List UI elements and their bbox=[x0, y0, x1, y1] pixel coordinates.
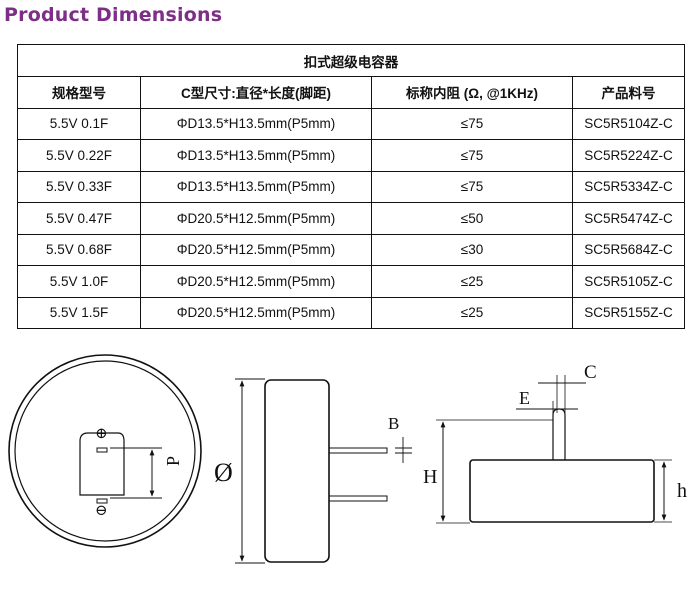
h-label: H bbox=[423, 466, 437, 488]
dimension-drawing: ⊕ ⊖ P Ø B C E H h bbox=[8, 354, 687, 564]
cell-esr: ≤75 bbox=[371, 170, 573, 203]
top-view bbox=[8, 354, 202, 548]
cell-size: ΦD20.5*H12.5mm(P5mm) bbox=[140, 233, 372, 266]
cell-size: ΦD20.5*H12.5mm(P5mm) bbox=[140, 265, 372, 298]
cell-model: 5.5V 1.5F bbox=[17, 296, 141, 329]
cell-esr: ≤75 bbox=[371, 107, 573, 140]
cell-esr: ≤75 bbox=[371, 139, 573, 172]
cell-size: ΦD13.5*H13.5mm(P5mm) bbox=[140, 139, 372, 172]
column-header-size: C型尺寸:直径*长度(脚距) bbox=[140, 76, 372, 109]
cell-esr: ≤30 bbox=[371, 233, 573, 266]
cell-part-number: SC5R5155Z-C bbox=[572, 296, 685, 329]
minus-terminal-icon: ⊖ bbox=[95, 503, 108, 519]
table-title: 扣式超级电容器 bbox=[17, 44, 685, 77]
lead-front bbox=[552, 408, 566, 460]
h-small-label: h bbox=[677, 480, 687, 502]
front-view bbox=[436, 375, 672, 524]
table-row: 5.5V 0.1F ΦD13.5*H13.5mm(P5mm) ≤75 SC5R5… bbox=[17, 107, 685, 140]
cell-esr: ≤50 bbox=[371, 202, 573, 235]
inner-rim bbox=[14, 360, 196, 542]
lead-top bbox=[328, 447, 388, 454]
terminal-outline bbox=[79, 432, 125, 496]
cell-size: ΦD20.5*H12.5mm(P5mm) bbox=[140, 296, 372, 329]
side-view bbox=[235, 378, 412, 564]
column-header-esr: 标称内阻 (Ω, @1KHz) bbox=[371, 76, 573, 109]
spec-table: 扣式超级电容器 规格型号 C型尺寸:直径*长度(脚距) 标称内阻 (Ω, @1K… bbox=[17, 44, 685, 329]
cell-esr: ≤25 bbox=[371, 296, 573, 329]
table-row: 5.5V 0.22F ΦD13.5*H13.5mm(P5mm) ≤75 SC5R… bbox=[17, 139, 685, 172]
cell-esr: ≤25 bbox=[371, 265, 573, 298]
capacitor-body-front bbox=[469, 459, 655, 523]
table-row: 5.5V 0.68F ΦD20.5*H12.5mm(P5mm) ≤30 SC5R… bbox=[17, 233, 685, 266]
cell-size: ΦD20.5*H12.5mm(P5mm) bbox=[140, 202, 372, 235]
cell-part-number: SC5R5334Z-C bbox=[572, 170, 685, 203]
e-label: E bbox=[519, 388, 530, 408]
cell-model: 5.5V 0.1F bbox=[17, 107, 141, 140]
cell-part-number: SC5R5224Z-C bbox=[572, 139, 685, 172]
p-label: P bbox=[163, 456, 183, 466]
table-row: 5.5V 1.5F ΦD20.5*H12.5mm(P5mm) ≤25 SC5R5… bbox=[17, 296, 685, 329]
plus-terminal-icon: ⊕ bbox=[95, 426, 108, 442]
cell-part-number: SC5R5105Z-C bbox=[572, 265, 685, 298]
table-row: 5.5V 1.0F ΦD20.5*H12.5mm(P5mm) ≤25 SC5R5… bbox=[17, 265, 685, 298]
outer-rim bbox=[8, 354, 202, 548]
cell-part-number: SC5R5474Z-C bbox=[572, 202, 685, 235]
cell-model: 5.5V 0.68F bbox=[17, 233, 141, 266]
table-row: 5.5V 0.33F ΦD13.5*H13.5mm(P5mm) ≤75 SC5R… bbox=[17, 170, 685, 203]
diameter-label: Ø bbox=[214, 458, 233, 487]
cell-model: 5.5V 0.47F bbox=[17, 202, 141, 235]
cell-model: 5.5V 1.0F bbox=[17, 265, 141, 298]
cell-size: ΦD13.5*H13.5mm(P5mm) bbox=[140, 170, 372, 203]
cell-model: 5.5V 0.33F bbox=[17, 170, 141, 203]
cell-model: 5.5V 0.22F bbox=[17, 139, 141, 172]
cell-part-number: SC5R5684Z-C bbox=[572, 233, 685, 266]
b-label: B bbox=[388, 414, 399, 433]
lead-bottom bbox=[328, 495, 388, 502]
page-title: Product Dimensions bbox=[4, 4, 223, 26]
pin-slot-bottom bbox=[96, 498, 108, 504]
cell-size: ΦD13.5*H13.5mm(P5mm) bbox=[140, 107, 372, 140]
column-header-model: 规格型号 bbox=[17, 76, 141, 109]
column-header-part-number: 产品料号 bbox=[572, 76, 685, 109]
capacitor-body bbox=[264, 379, 330, 563]
c-label: C bbox=[584, 362, 597, 383]
cell-part-number: SC5R5104Z-C bbox=[572, 107, 685, 140]
table-row: 5.5V 0.47F ΦD20.5*H12.5mm(P5mm) ≤50 SC5R… bbox=[17, 202, 685, 235]
pin-slot-top bbox=[96, 447, 108, 453]
